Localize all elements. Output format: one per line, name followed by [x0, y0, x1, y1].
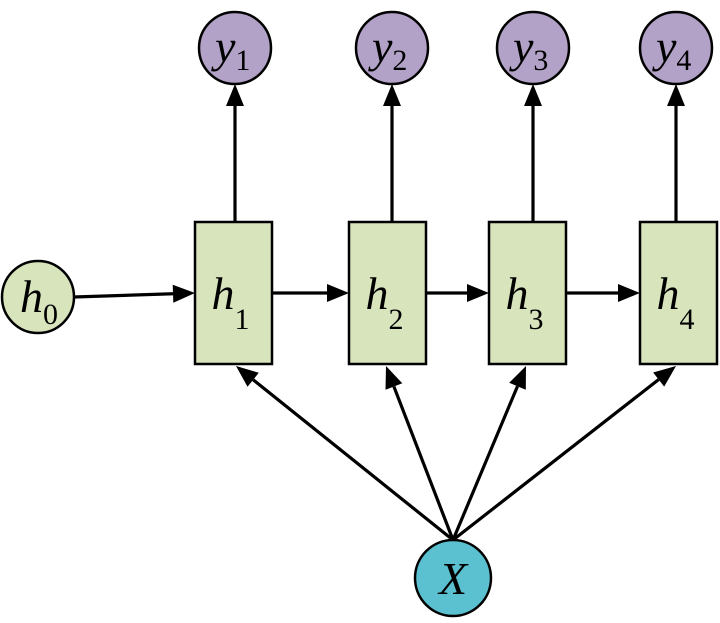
svg-text:h0: h0: [20, 271, 58, 331]
edges: [73, 84, 685, 542]
hidden-state-label: h3: [506, 268, 544, 336]
hidden-state-subscript: 4: [680, 303, 695, 336]
arrow-h4-to-y4: [667, 84, 685, 222]
hidden-state-box: h1: [193, 220, 274, 366]
output-node: y2: [354, 10, 430, 86]
arrow-h0-to-h1: [73, 284, 195, 303]
initial-state-node: h0: [0, 259, 76, 335]
input-label: X: [437, 553, 469, 604]
hidden-state-label: h4: [657, 268, 695, 336]
output-letter: y: [509, 21, 534, 72]
hidden-state-box: h4: [638, 220, 719, 366]
output-letter: y: [368, 21, 393, 72]
hidden-state-letter: h: [657, 268, 680, 319]
hidden-state-label: h2: [366, 268, 404, 336]
arrow-h3-to-h4: [566, 284, 640, 302]
output-letter: y: [652, 21, 677, 72]
hidden-state-label: h1: [212, 268, 250, 336]
hidden-state-box: h3: [487, 220, 568, 366]
initial-state-subscript: 0: [43, 298, 58, 331]
output-subscript: 1: [235, 44, 250, 77]
output-subscript: 2: [392, 44, 407, 77]
hidden-state-letter: h: [506, 268, 529, 319]
arrow-x-to-h2: [385, 366, 455, 541]
arrow-h3-to-y3: [524, 84, 542, 222]
hidden-state-letter: h: [212, 268, 235, 319]
hidden-state-subscript: 2: [389, 303, 404, 336]
output-node: y3: [495, 10, 571, 86]
output-node: y1: [197, 10, 273, 86]
hidden-state-box: h2: [347, 220, 428, 366]
output-label: y1: [211, 21, 250, 77]
input-node: X: [413, 538, 493, 618]
arrow-x-to-h3: [451, 366, 526, 541]
arrow-h1-to-h2: [272, 284, 349, 302]
output-label: y2: [368, 21, 407, 77]
hidden-state-subscript: 3: [529, 303, 544, 336]
output-subscript: 3: [533, 44, 548, 77]
output-label: y3: [509, 21, 548, 77]
hidden-state-subscript: 1: [235, 303, 250, 336]
arrow-h2-to-y2: [383, 84, 401, 222]
hidden-state-letter: h: [366, 268, 389, 319]
arrow-h1-to-y1: [226, 84, 244, 222]
output-letter: y: [211, 21, 236, 72]
output-subscript: 4: [676, 44, 691, 77]
arrow-h2-to-h3: [426, 284, 489, 302]
arrow-x-to-h1: [236, 366, 455, 542]
output-label: y4: [652, 21, 691, 77]
output-node: y4: [638, 10, 714, 86]
arrow-x-to-h4: [452, 366, 676, 542]
initial-state-label: h: [20, 271, 43, 322]
